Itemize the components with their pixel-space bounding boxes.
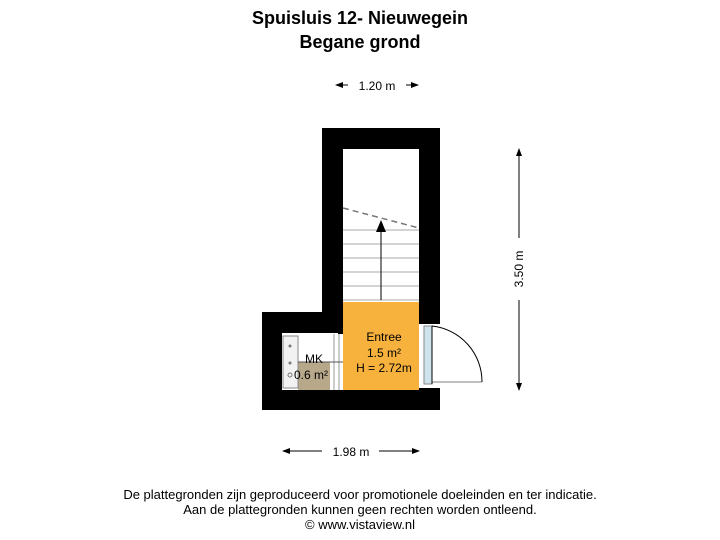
dimension-bottom-label: 1.98 m (333, 445, 370, 459)
disclaimer-line-2: Aan de plattegronden kunnen geen rechten… (183, 502, 537, 517)
front-door-frame (423, 325, 433, 385)
room-entree (343, 302, 419, 390)
dimension-top-label: 1.20 m (359, 79, 396, 93)
mk-name-label: MK (305, 352, 323, 366)
dimension-right-label: 3.50 m (512, 251, 526, 288)
meter-dot (288, 361, 292, 365)
door-swing-arc (431, 325, 483, 383)
plan-title: Spuisluis 12- Nieuwegein (251, 8, 469, 28)
disclaimer-line-1: De plattegronden zijn geproduceerd voor … (123, 487, 597, 502)
stair-cut-line (342, 207, 420, 229)
floor-name: Begane grond (299, 32, 421, 52)
meter-dot (288, 344, 292, 348)
entree-area-label: 1.5 m² (367, 346, 401, 360)
meter-dot (287, 372, 293, 378)
entree-height-label: H = 2.72m (356, 361, 412, 375)
entree-name-label: Entree (366, 330, 402, 344)
stair-arrow-icon (376, 220, 386, 232)
copyright-line: © www.vistaview.nl (305, 517, 415, 532)
room-mk-upper (298, 336, 330, 362)
mk-area-label: 0.6 m² (294, 368, 328, 382)
room-mk (298, 362, 330, 390)
